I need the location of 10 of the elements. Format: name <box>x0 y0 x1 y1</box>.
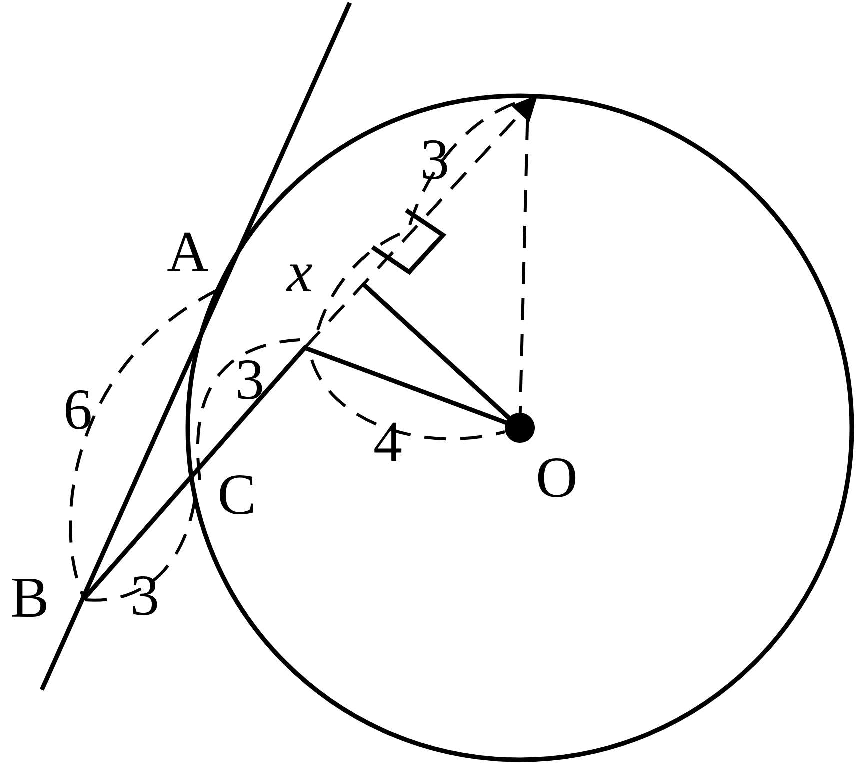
length-label: 3 <box>238 360 262 400</box>
point-label: O <box>538 458 576 498</box>
point-label: C <box>220 476 254 514</box>
point-label: A <box>168 232 208 272</box>
length-label: x <box>286 264 312 292</box>
length-label: 4 <box>374 422 402 462</box>
point-label: B <box>12 578 46 618</box>
length-label: 3 <box>133 576 158 616</box>
length-label: 3 <box>423 140 448 180</box>
length-label: 6 <box>66 390 91 430</box>
